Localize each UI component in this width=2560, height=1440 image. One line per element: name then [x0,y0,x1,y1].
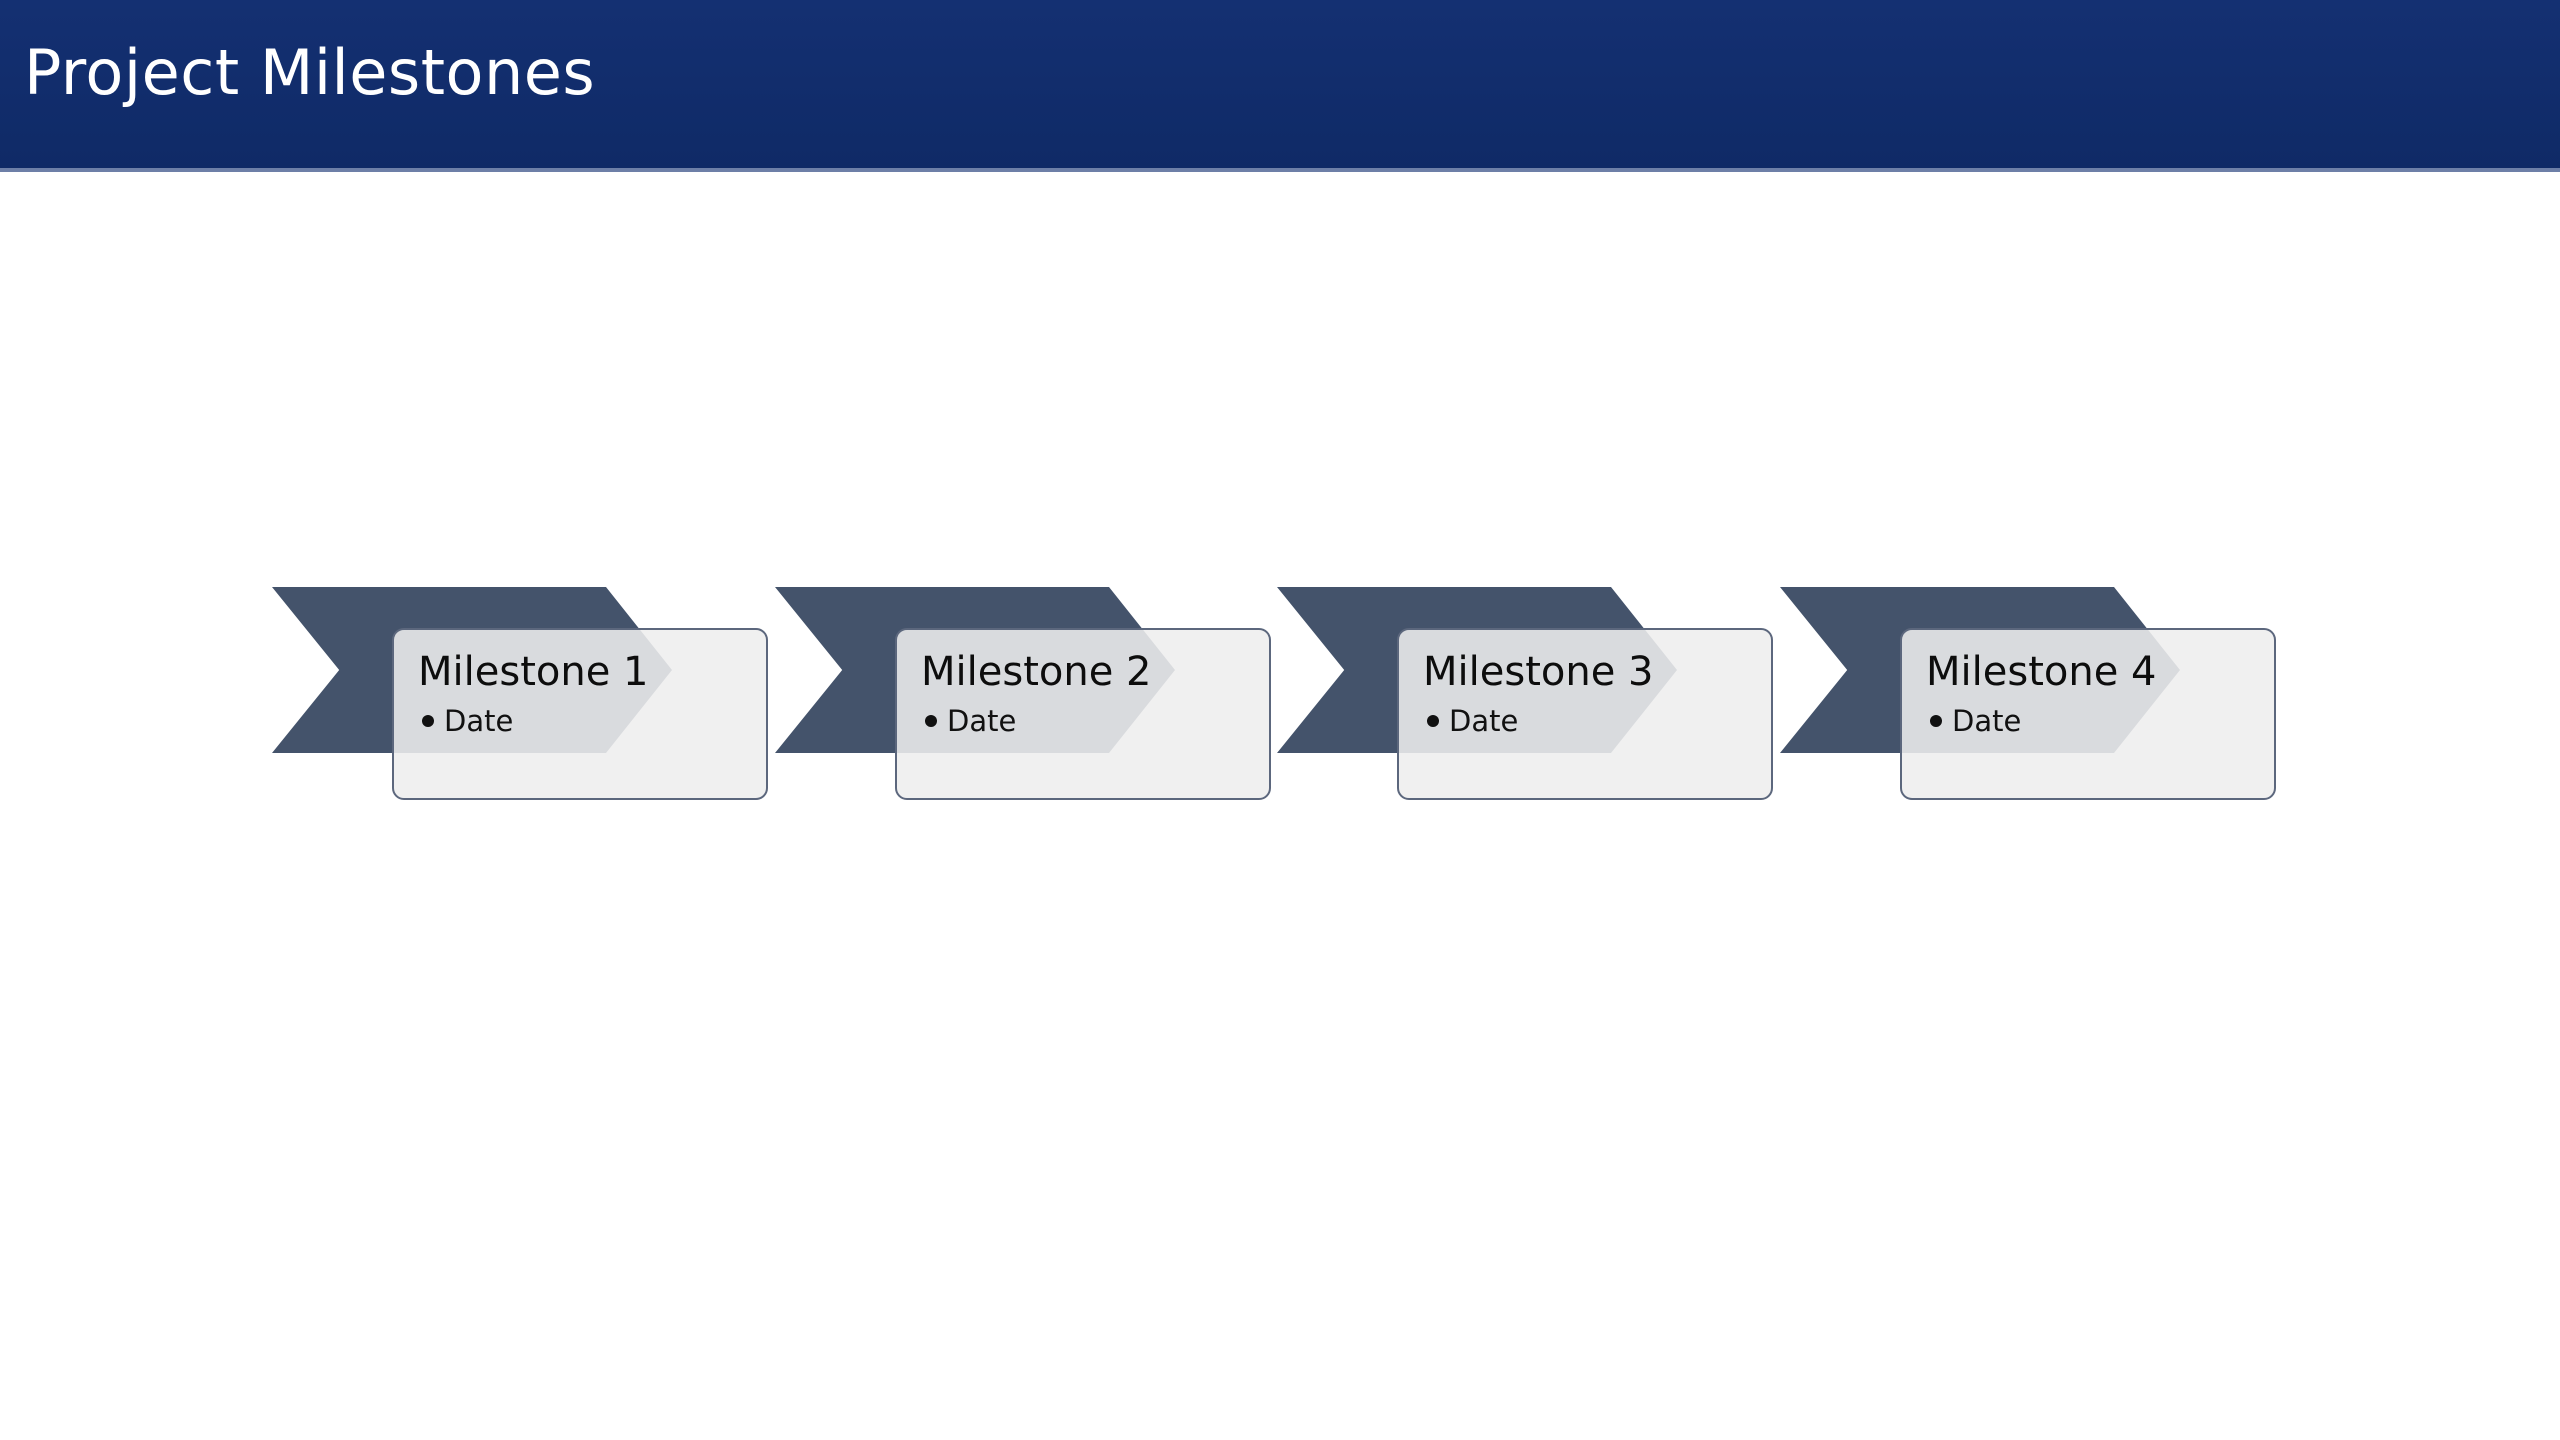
milestone-bullet-row: Date [1926,704,2252,738]
milestone-card[interactable]: Milestone 4 Date [1900,628,2276,800]
milestone-title: Milestone 1 [418,649,649,695]
milestone-bullet-row: Date [1423,704,1749,738]
milestone-card[interactable]: Milestone 1 Date [392,628,768,800]
milestone-step-3[interactable]: Milestone 3 Date [1277,587,1773,817]
milestone-date-label: Date [947,704,1017,738]
milestone-card[interactable]: Milestone 2 Date [895,628,1271,800]
bullet-dot-icon [925,715,937,727]
milestone-step-2[interactable]: Milestone 2 Date [775,587,1271,817]
milestone-date-label: Date [444,704,514,738]
milestone-step-1[interactable]: Milestone 1 Date [272,587,768,817]
milestone-bullet-row: Date [418,704,744,738]
milestone-title: Milestone 3 [1423,649,1654,695]
milestone-bullet-row: Date [921,704,1247,738]
bullet-dot-icon [1930,715,1942,727]
milestone-chevron-diagram: Milestone 1 Date Milestone 2 Date [0,172,2560,1440]
milestone-card[interactable]: Milestone 3 Date [1397,628,1773,800]
page-title: Project Milestones [24,36,596,109]
milestone-title: Milestone 2 [921,649,1152,695]
milestone-title: Milestone 4 [1926,649,2157,695]
slide-header: Project Milestones [0,0,2560,172]
milestone-date-label: Date [1952,704,2022,738]
bullet-dot-icon [422,715,434,727]
milestone-step-4[interactable]: Milestone 4 Date [1780,587,2276,817]
milestone-date-label: Date [1449,704,1519,738]
bullet-dot-icon [1427,715,1439,727]
